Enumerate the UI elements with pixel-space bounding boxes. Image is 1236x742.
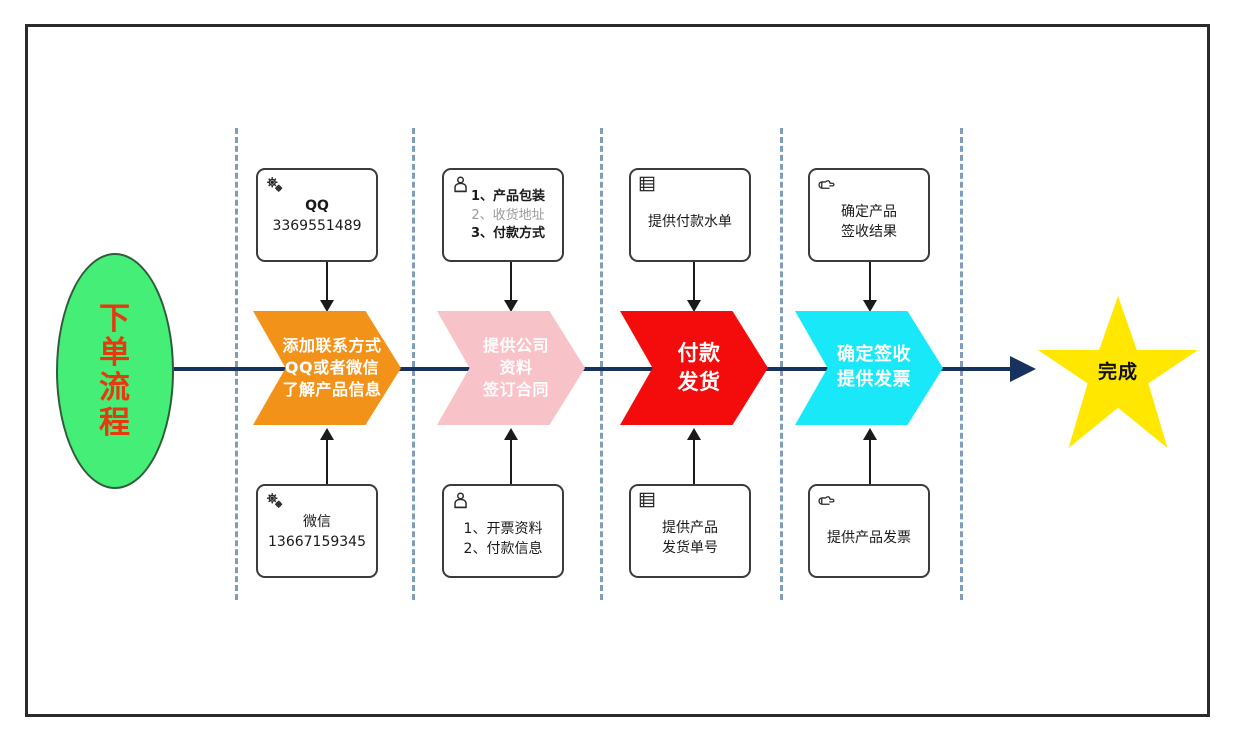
pointing-hand-icon bbox=[816, 174, 838, 196]
gears-icon bbox=[264, 174, 286, 196]
note-line: 提供付款水单 bbox=[648, 213, 732, 230]
connector-stage-1-top bbox=[326, 262, 328, 306]
process-line: 发货 bbox=[677, 370, 721, 394]
person-bag-icon bbox=[450, 174, 472, 196]
note-stage-3-top[interactable]: 提供付款水单 bbox=[629, 168, 751, 262]
connector-stage-2-top bbox=[510, 262, 512, 306]
note-stage-1-bottom[interactable]: 微信 13667159345 bbox=[256, 484, 378, 578]
note-line: 提供产品 bbox=[662, 519, 718, 536]
connector-stage-2-top-arrow bbox=[504, 300, 518, 312]
note-stage-3-bottom[interactable]: 提供产品 发货单号 bbox=[629, 484, 751, 578]
start-label-char-3: 流 bbox=[99, 370, 131, 406]
process-stage-1-label: 添加联系方式 QQ或者微信 了解产品信息 bbox=[272, 335, 381, 401]
note-line: 1、产品包装 bbox=[470, 188, 546, 204]
main-flow-arrowhead bbox=[1010, 356, 1036, 382]
note-stage-4-bottom-body: 提供产品发票 bbox=[810, 514, 928, 548]
start-node-label: 下 单 流 程 bbox=[99, 300, 131, 441]
connector-stage-2-bottom-arrow bbox=[504, 428, 518, 440]
note-line: 3、付款方式 bbox=[470, 226, 546, 242]
note-stage-2-top-body: 1、产品包装 2、收货地址 3、付款方式 bbox=[444, 186, 562, 245]
start-node[interactable]: 下 单 流 程 bbox=[56, 253, 174, 489]
process-stage-1[interactable]: 添加联系方式 QQ或者微信 了解产品信息 bbox=[253, 311, 401, 425]
lane-divider-5 bbox=[960, 128, 963, 600]
document-list-icon bbox=[637, 490, 659, 512]
note-line: 1、开票资料 bbox=[463, 520, 543, 537]
note-stage-2-top[interactable]: 1、产品包装 2、收货地址 3、付款方式 bbox=[442, 168, 564, 262]
connector-stage-1-bottom-arrow bbox=[320, 428, 334, 440]
note-stage-1-top-body: QQ 3369551489 bbox=[258, 194, 376, 237]
connector-stage-3-bottom bbox=[693, 440, 695, 484]
note-line: QQ bbox=[305, 197, 329, 214]
connector-stage-4-bottom bbox=[869, 440, 871, 484]
start-label-char-1: 下 bbox=[99, 300, 131, 337]
document-list-icon bbox=[637, 174, 659, 196]
connector-stage-4-top bbox=[869, 262, 871, 306]
process-line: 了解产品信息 bbox=[282, 380, 382, 400]
main-flow-line bbox=[170, 367, 1015, 371]
note-line: 2、收货地址 bbox=[471, 207, 545, 223]
note-stage-2-bottom[interactable]: 1、开票资料 2、付款信息 bbox=[442, 484, 564, 578]
note-stage-1-top[interactable]: QQ 3369551489 bbox=[256, 168, 378, 262]
connector-stage-3-bottom-arrow bbox=[687, 428, 701, 440]
process-line: 签订合同 bbox=[482, 380, 549, 400]
start-label-char-4: 程 bbox=[99, 404, 131, 441]
connector-stage-3-top-arrow bbox=[687, 300, 701, 312]
note-stage-2-bottom-body: 1、开票资料 2、付款信息 bbox=[444, 503, 562, 560]
connector-stage-3-top bbox=[693, 262, 695, 306]
connector-stage-4-bottom-arrow bbox=[863, 428, 877, 440]
connector-stage-1-bottom bbox=[326, 440, 328, 484]
note-stage-4-bottom[interactable]: 提供产品发票 bbox=[808, 484, 930, 578]
note-line: 3369551489 bbox=[272, 218, 362, 234]
end-node-label: 完成 bbox=[1097, 360, 1138, 383]
process-line: 付款 bbox=[677, 341, 721, 366]
process-line: 确定签收 bbox=[837, 344, 911, 366]
process-stage-4-label: 确定签收 提供发票 bbox=[827, 343, 911, 393]
note-stage-3-top-body: 提供付款水单 bbox=[631, 198, 749, 232]
note-stage-4-top-body: 确定产品 签收结果 bbox=[810, 188, 928, 243]
lane-divider-3 bbox=[600, 128, 603, 600]
lane-divider-2 bbox=[412, 128, 415, 600]
lane-divider-1 bbox=[235, 128, 238, 600]
process-line: 提供发票 bbox=[837, 369, 911, 390]
gears-icon bbox=[264, 490, 286, 512]
note-line: 确定产品 bbox=[841, 203, 897, 220]
pointing-hand-icon bbox=[816, 490, 838, 512]
start-label-char-2: 单 bbox=[99, 335, 131, 372]
note-line: 微信 bbox=[303, 513, 331, 530]
process-line: 资料 bbox=[499, 357, 533, 377]
process-line: QQ或者微信 bbox=[284, 357, 380, 377]
connector-stage-4-top-arrow bbox=[863, 300, 877, 312]
process-stage-3-label: 付款 发货 bbox=[668, 339, 721, 397]
note-stage-4-top[interactable]: 确定产品 签收结果 bbox=[808, 168, 930, 262]
note-line: 2、付款信息 bbox=[463, 541, 543, 557]
note-stage-1-bottom-body: 微信 13667159345 bbox=[258, 510, 376, 553]
note-stage-3-bottom-body: 提供产品 发货单号 bbox=[631, 504, 749, 559]
note-line: 13667159345 bbox=[268, 534, 366, 550]
person-bag-icon bbox=[450, 490, 472, 512]
process-line: 添加联系方式 bbox=[282, 335, 382, 355]
note-line: 发货单号 bbox=[662, 540, 718, 556]
process-stage-2-label: 提供公司 资料 签订合同 bbox=[473, 335, 549, 401]
process-line: 提供公司 bbox=[482, 335, 549, 355]
note-line: 提供产品发票 bbox=[827, 529, 911, 546]
connector-stage-1-top-arrow bbox=[320, 300, 334, 312]
lane-divider-4 bbox=[780, 128, 783, 600]
connector-stage-2-bottom bbox=[510, 440, 512, 484]
note-line: 签收结果 bbox=[841, 224, 897, 240]
